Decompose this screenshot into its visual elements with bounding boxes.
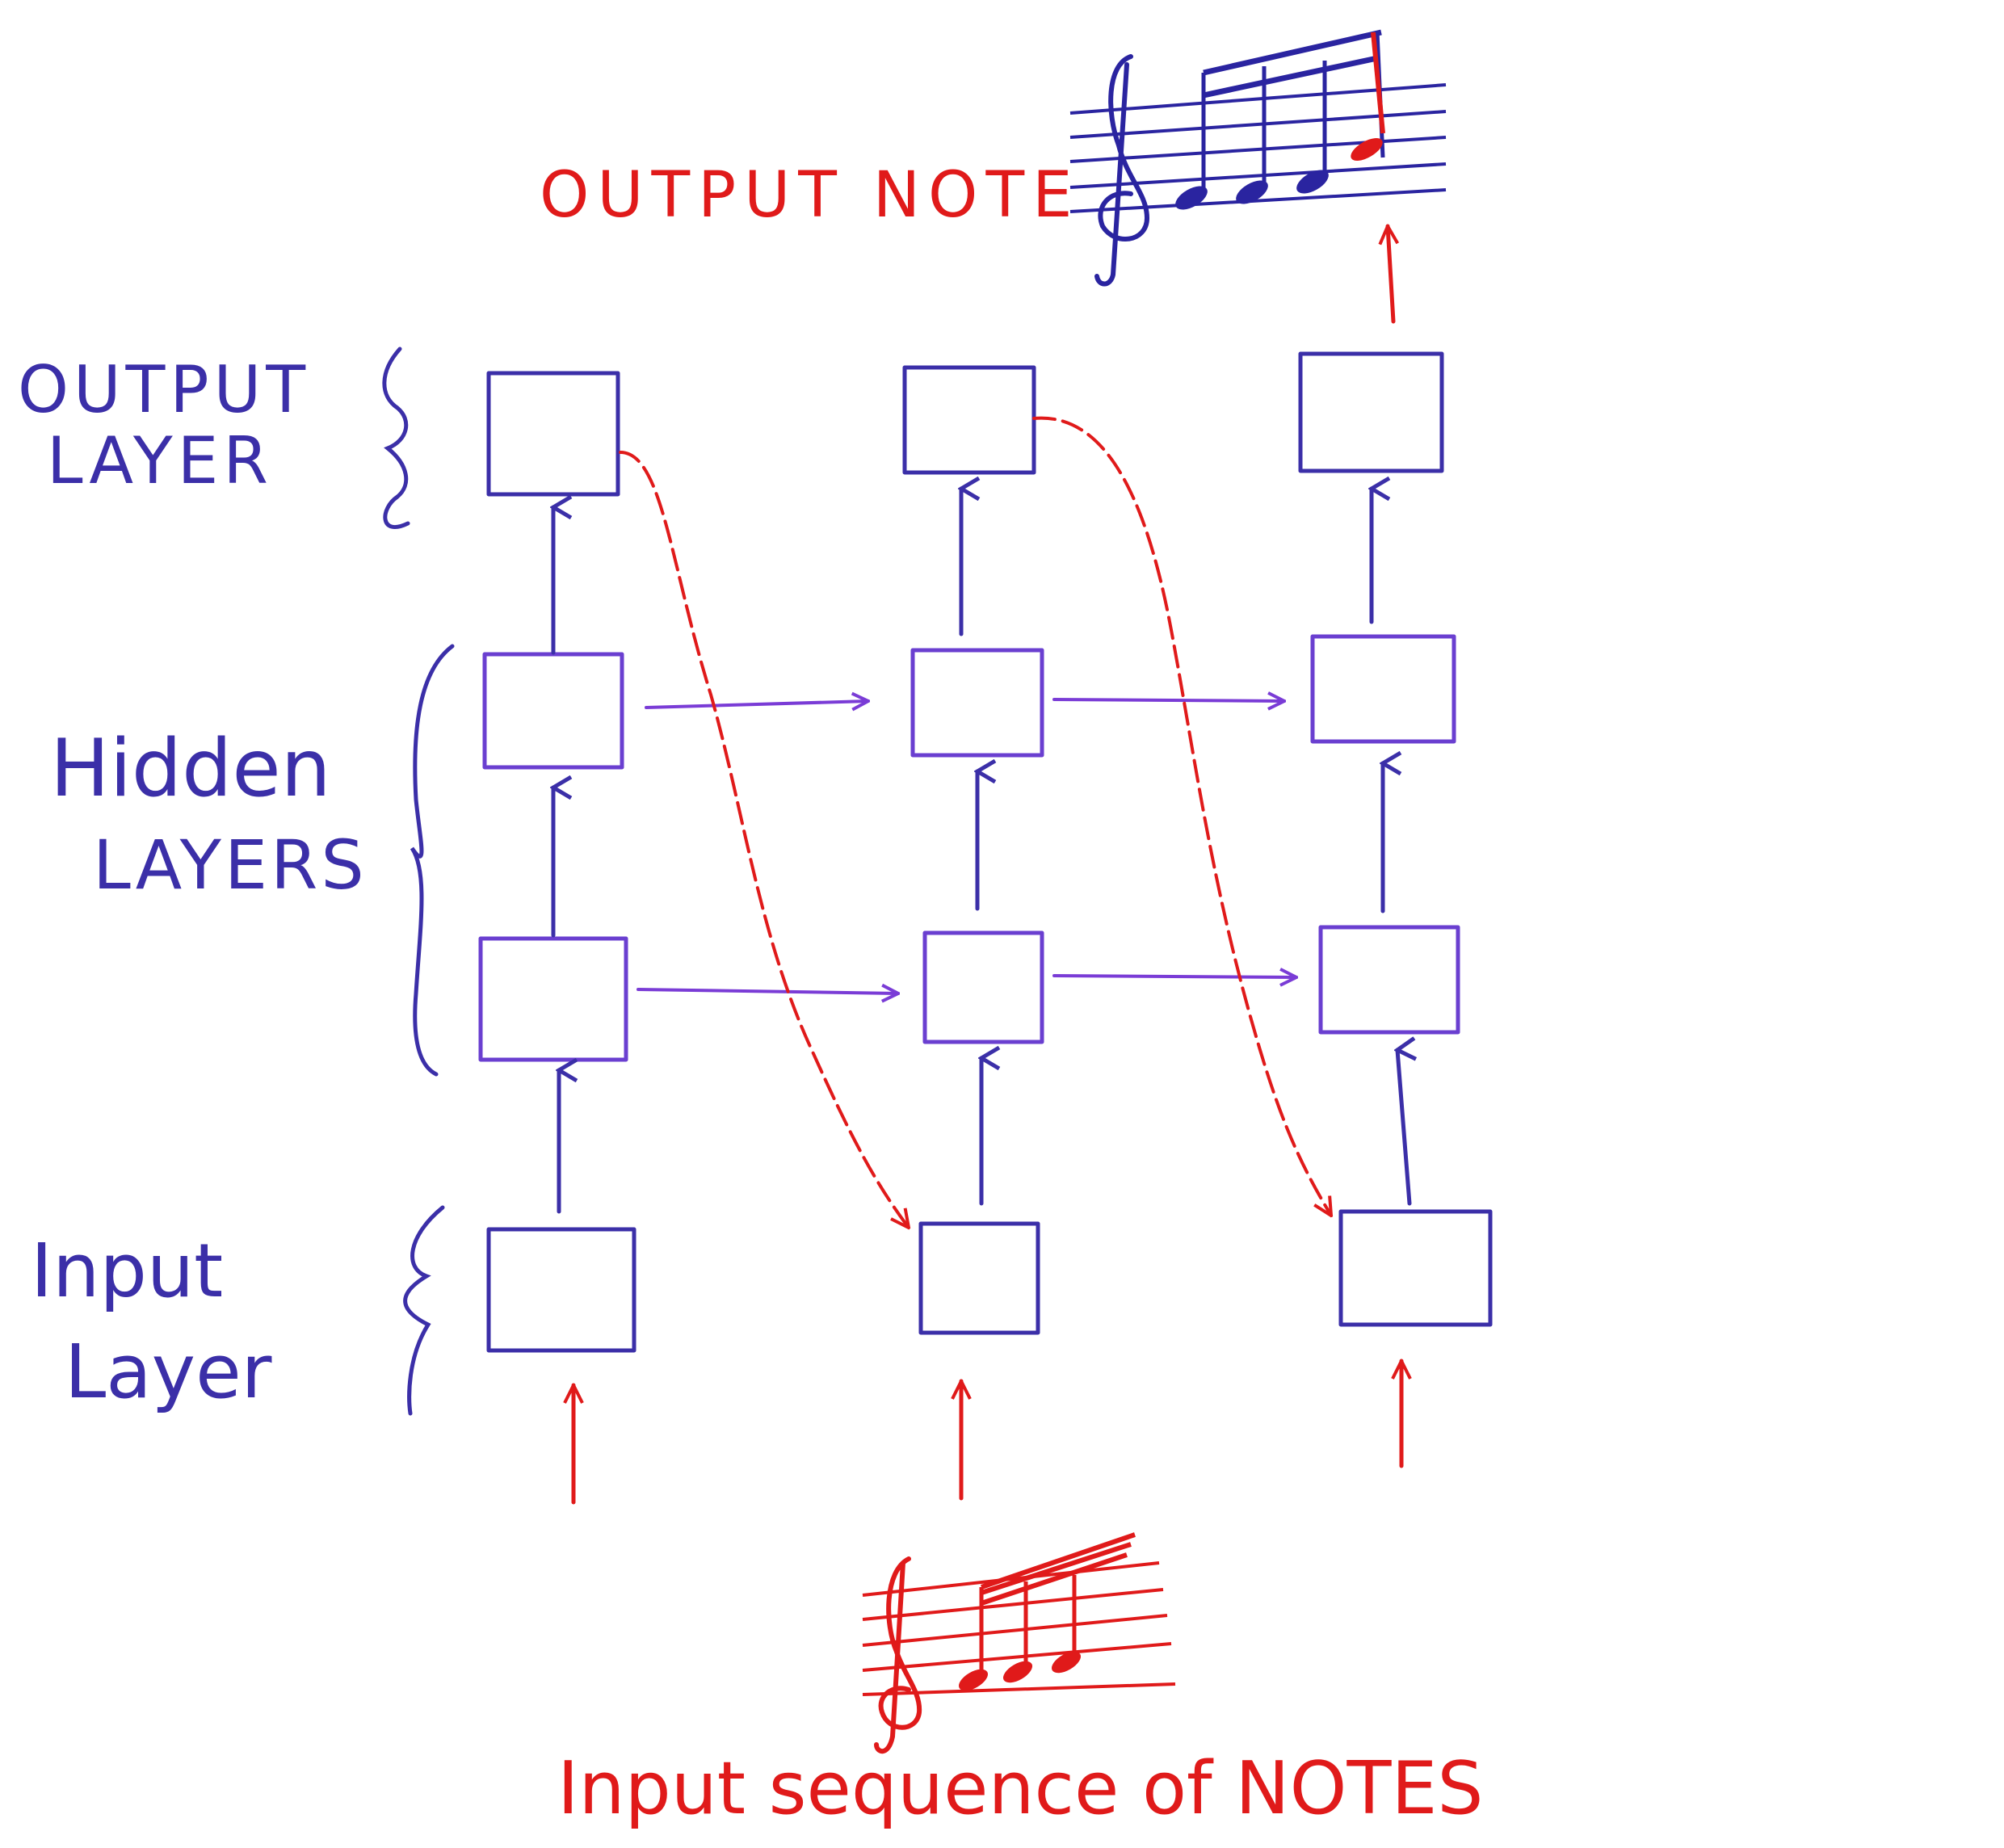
- output-cell-3: [1298, 351, 1444, 473]
- time-step-2: [902, 365, 1044, 1501]
- recurrent-arrow: [645, 701, 868, 708]
- hidden-cell-3b: [1318, 925, 1460, 1035]
- up-arrow: [1397, 1050, 1410, 1206]
- hidden-cell-3a: [1310, 634, 1456, 744]
- output-layer-label-line1: OUTPUT: [18, 352, 310, 427]
- input-music-staff-icon: [862, 1532, 1176, 1754]
- hidden-layers-brace: [410, 644, 455, 1077]
- recurrent-arrow: [636, 989, 898, 993]
- output-cell-1: [486, 371, 620, 497]
- hidden-layers-label-line2: LAYERS: [93, 825, 368, 905]
- output-layer-brace: [382, 346, 410, 530]
- output-layer-label-line2: LAYER: [47, 423, 273, 498]
- time-step-1: [478, 371, 636, 1505]
- input-cell-2: [918, 1221, 1040, 1335]
- feedback-arrow-2: [1032, 416, 1331, 1216]
- output-arrow: [1388, 226, 1393, 324]
- hidden-cell-1a: [482, 652, 624, 770]
- input-cell-1: [486, 1227, 636, 1353]
- output-cell-2: [902, 365, 1036, 475]
- input-layer-brace: [403, 1205, 445, 1416]
- feedback-arrow-1: [619, 451, 909, 1228]
- input-sequence-label: Input sequence of NOTES: [557, 1746, 1483, 1831]
- hidden-cell-2a: [910, 648, 1044, 758]
- input-layer-label-line1: Input: [31, 1228, 223, 1314]
- hidden-cell-2b: [922, 930, 1044, 1044]
- recurrent-arrow: [1052, 699, 1284, 701]
- recurrent-arrow: [1052, 976, 1296, 977]
- time-step-3: [1298, 351, 1493, 1468]
- input-cell-3: [1338, 1209, 1493, 1327]
- input-layer-label-line2: Layer: [65, 1329, 272, 1415]
- hidden-cell-1b: [478, 936, 628, 1062]
- output-note-label: OUTPUT NOTE: [540, 159, 1080, 232]
- output-music-staff-icon: [1069, 29, 1447, 287]
- hidden-layers-label-line1: Hidden: [50, 723, 331, 815]
